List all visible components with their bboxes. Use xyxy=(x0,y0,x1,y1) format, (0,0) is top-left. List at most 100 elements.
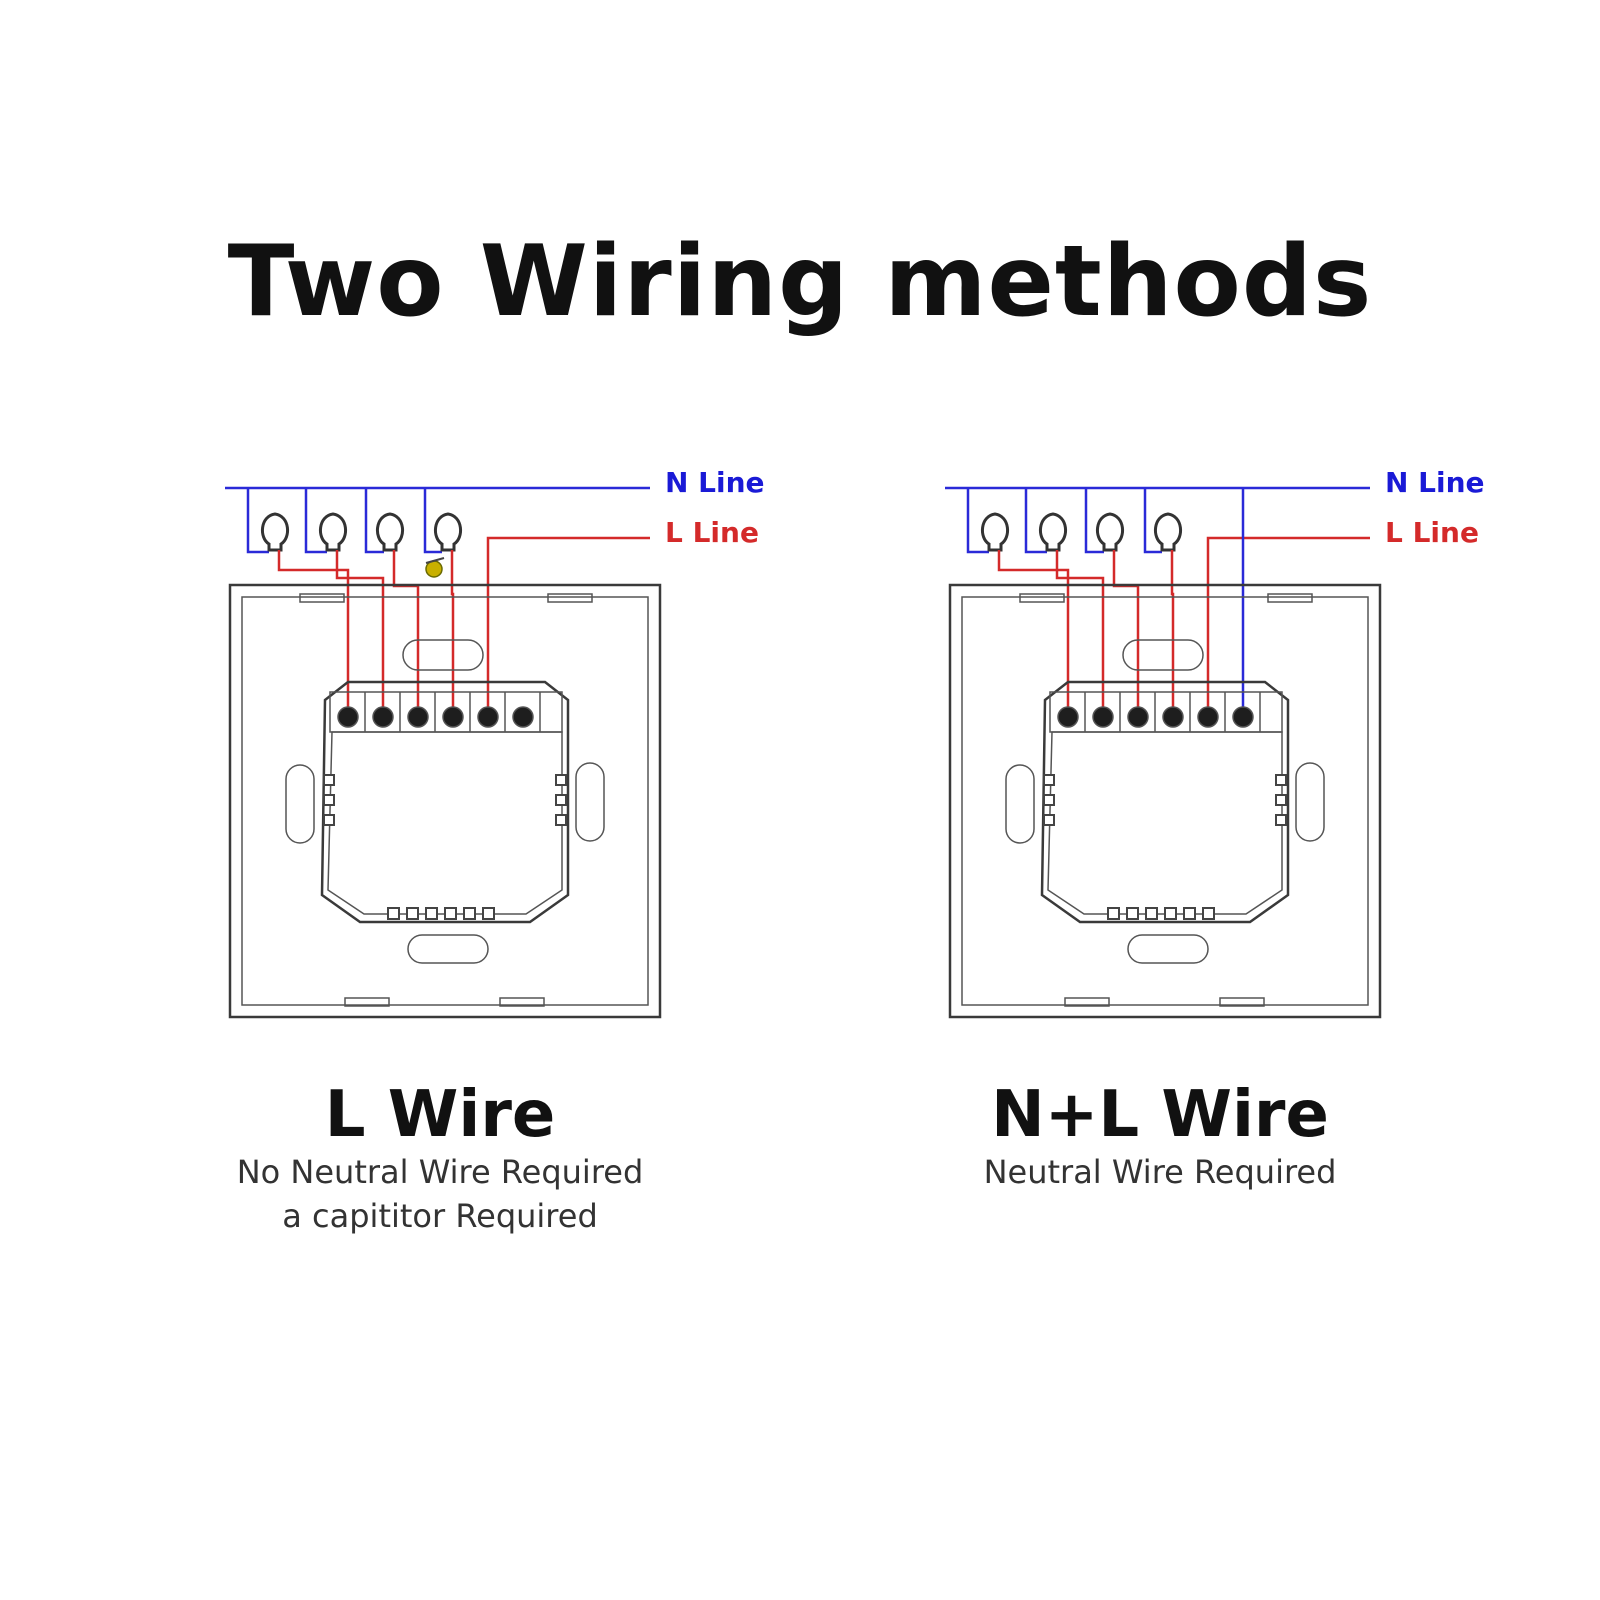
screw-slot xyxy=(1295,762,1325,842)
load-wire xyxy=(997,550,1070,720)
side-pin xyxy=(1275,794,1287,806)
wire-terminal xyxy=(1232,706,1254,728)
light-bulb-icon xyxy=(981,512,1009,552)
mounting-clip xyxy=(547,593,593,603)
switch-back-plate xyxy=(228,583,662,1019)
wire-terminal xyxy=(1057,706,1079,728)
l-wire-schematic xyxy=(225,486,662,1019)
mounting-clip xyxy=(1267,593,1313,603)
side-pin xyxy=(555,794,567,806)
light-bulb-icon xyxy=(1154,512,1182,552)
mounting-clip xyxy=(1219,997,1265,1007)
screw-slot xyxy=(285,764,315,844)
load-wire xyxy=(450,550,455,720)
load-wire xyxy=(335,550,385,720)
wire-terminal xyxy=(512,706,534,728)
side-pin xyxy=(323,774,335,786)
screw-slot xyxy=(402,639,484,671)
bottom-pin xyxy=(1145,907,1158,920)
screw-slot xyxy=(1005,764,1035,844)
switch-inner-frame xyxy=(241,596,649,1006)
bottom-pin xyxy=(425,907,438,920)
neutral-branch-wire xyxy=(304,488,327,554)
side-pin xyxy=(1043,814,1055,826)
load-wire xyxy=(277,550,350,720)
switch-inner-frame xyxy=(961,596,1369,1006)
wire-terminal xyxy=(1162,706,1184,728)
terminal-block xyxy=(1049,691,1283,733)
wire-terminal xyxy=(477,706,499,728)
wire-terminal xyxy=(1092,706,1114,728)
bottom-pin xyxy=(1126,907,1139,920)
wire-terminal xyxy=(1127,706,1149,728)
wire-method-title: N+L Wire xyxy=(991,1078,1329,1152)
nl-wire-caption: N+L Wire Neutral Wire Required xyxy=(860,1080,1460,1194)
l-wire-caption: L Wire No Neutral Wire Required a capiti… xyxy=(140,1080,740,1238)
wire-terminal xyxy=(372,706,394,728)
terminal-block xyxy=(329,691,563,733)
load-wire xyxy=(1170,550,1175,720)
screw-slot xyxy=(1122,639,1204,671)
neutral-branch-wire xyxy=(1084,488,1104,554)
bottom-pin xyxy=(1107,907,1120,920)
bottom-pin xyxy=(1202,907,1215,920)
side-pin xyxy=(323,814,335,826)
light-bulb-icon xyxy=(376,512,404,552)
capacitor-lead xyxy=(425,557,445,564)
side-pin xyxy=(1275,774,1287,786)
bottom-pin xyxy=(463,907,476,920)
wire-terminal xyxy=(337,706,359,728)
screw-slot xyxy=(407,934,489,964)
bottom-pin xyxy=(1164,907,1177,920)
requirement-note: a capititor Required xyxy=(282,1197,598,1235)
load-wire xyxy=(1055,550,1105,720)
relay-module-inner xyxy=(1047,731,1283,915)
nl-wire-schematic xyxy=(945,486,1382,1019)
l-line-wire xyxy=(1206,536,1370,720)
relay-module-housing xyxy=(320,680,570,924)
switch-back-plate xyxy=(948,583,1382,1019)
bottom-pin xyxy=(387,907,400,920)
side-pin xyxy=(1043,774,1055,786)
mounting-clip xyxy=(299,593,345,603)
side-pin xyxy=(1043,794,1055,806)
light-bulb-icon xyxy=(1039,512,1067,552)
load-wire xyxy=(1112,550,1140,720)
neutral-branch-wire xyxy=(1143,488,1162,554)
side-pin xyxy=(555,774,567,786)
light-bulb-icon xyxy=(434,512,462,552)
screw-slot xyxy=(1127,934,1209,964)
side-pin xyxy=(1275,814,1287,826)
load-wire xyxy=(392,550,420,720)
bottom-pin xyxy=(482,907,495,920)
light-bulb-icon xyxy=(1096,512,1124,552)
l-line-label: L Line xyxy=(665,516,759,549)
neutral-branch-wire xyxy=(1024,488,1047,554)
nl-wire-diagram: N Line L Line xyxy=(940,466,1500,1070)
bottom-pin xyxy=(1183,907,1196,920)
requirement-note: Neutral Wire Required xyxy=(983,1153,1337,1191)
wire-terminal xyxy=(442,706,464,728)
mounting-clip xyxy=(1019,593,1065,603)
capacitor-icon xyxy=(425,560,443,578)
mounting-clip xyxy=(344,997,390,1007)
wire-terminal xyxy=(1197,706,1219,728)
neutral-branch-wire xyxy=(966,488,989,554)
mounting-clip xyxy=(499,997,545,1007)
l-line-label: L Line xyxy=(1385,516,1479,549)
mounting-clip xyxy=(1064,997,1110,1007)
l-wire-diagram: N Line L Line xyxy=(220,466,780,1070)
neutral-branch-wire xyxy=(423,488,442,554)
neutral-branch-wire xyxy=(364,488,384,554)
side-pin xyxy=(323,794,335,806)
n-line-label: N Line xyxy=(1385,466,1485,499)
light-bulb-icon xyxy=(319,512,347,552)
side-pin xyxy=(555,814,567,826)
bottom-pin xyxy=(444,907,457,920)
requirement-note: No Neutral Wire Required xyxy=(236,1153,644,1191)
n-line-label: N Line xyxy=(665,466,765,499)
relay-module-inner xyxy=(327,731,563,915)
light-bulb-icon xyxy=(261,512,289,552)
wire-method-title: L Wire xyxy=(324,1078,556,1152)
wire-terminal xyxy=(407,706,429,728)
